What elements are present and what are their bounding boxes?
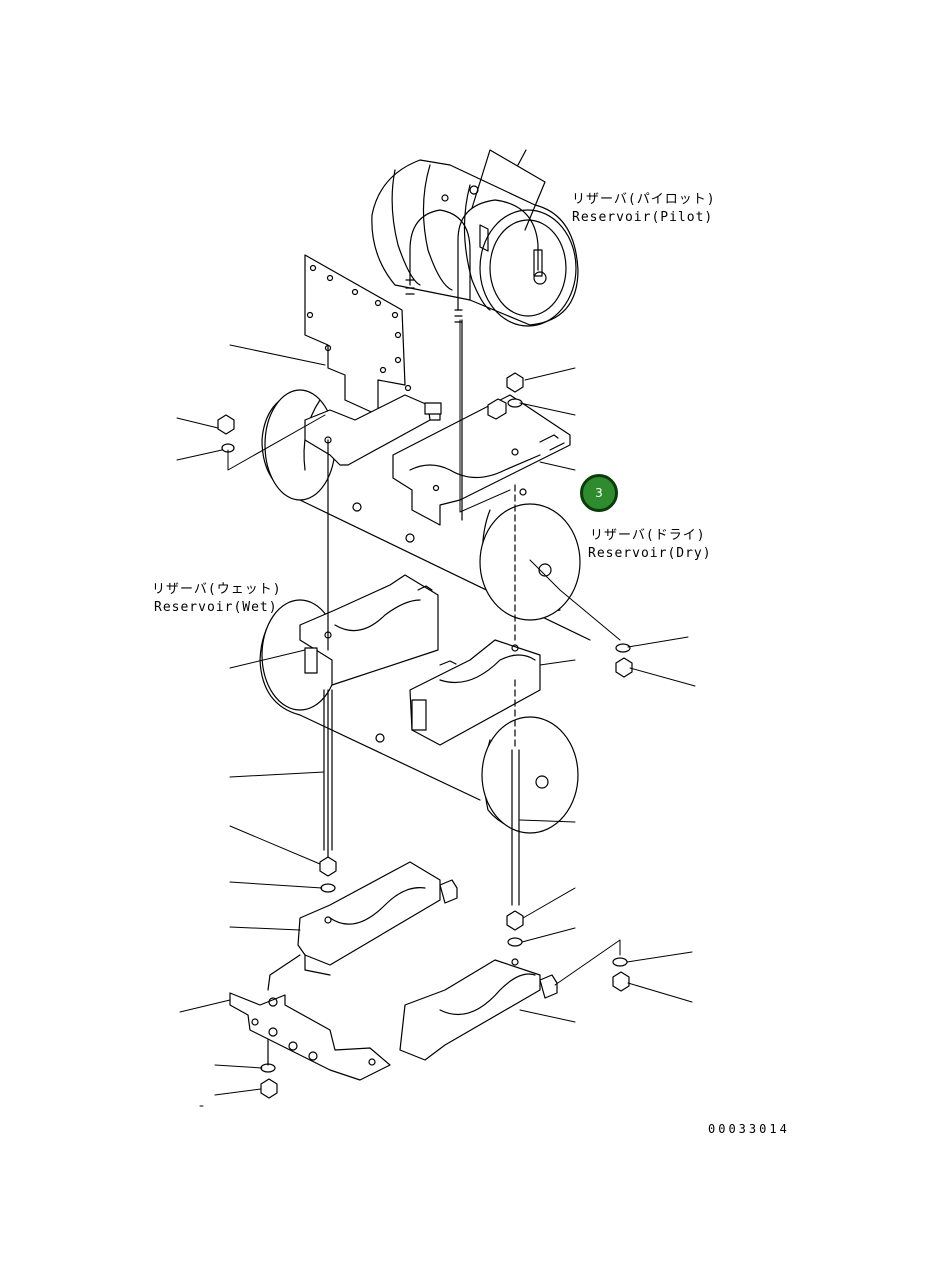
stud-bolts xyxy=(323,319,520,906)
middle-saddle-right xyxy=(409,639,541,746)
wet-reservoir-label-jp: リザーバ(ウェット) xyxy=(152,582,282,597)
leader-lines xyxy=(176,319,696,1107)
pilot-reservoir-label-jp: リザーバ(パイロット) xyxy=(572,192,716,207)
dry-reservoir-label-en: Reservoir(Dry) xyxy=(588,546,712,561)
dry-reservoir xyxy=(479,488,581,621)
pilot-reservoir xyxy=(371,149,579,327)
upper-saddle-left xyxy=(304,394,442,466)
middle-saddle-left xyxy=(299,574,439,686)
lower-saddle-left xyxy=(297,861,458,976)
dry-reservoir-label-jp: リザーバ(ドライ) xyxy=(590,528,706,543)
drawing-number: 00033014 xyxy=(708,1122,790,1136)
callout-number: 3 xyxy=(595,486,603,500)
mounting-plate xyxy=(304,254,412,416)
lower-saddle-right xyxy=(399,958,558,1061)
upper-saddle-right xyxy=(392,394,571,526)
base-bracket xyxy=(229,954,391,1081)
lower-reservoir xyxy=(481,716,579,834)
pilot-reservoir-label-en: Reservoir(Pilot) xyxy=(572,210,714,225)
wet-reservoir-label-en: Reservoir(Wet) xyxy=(154,600,278,615)
callout-3[interactable]: 3 xyxy=(580,474,618,512)
